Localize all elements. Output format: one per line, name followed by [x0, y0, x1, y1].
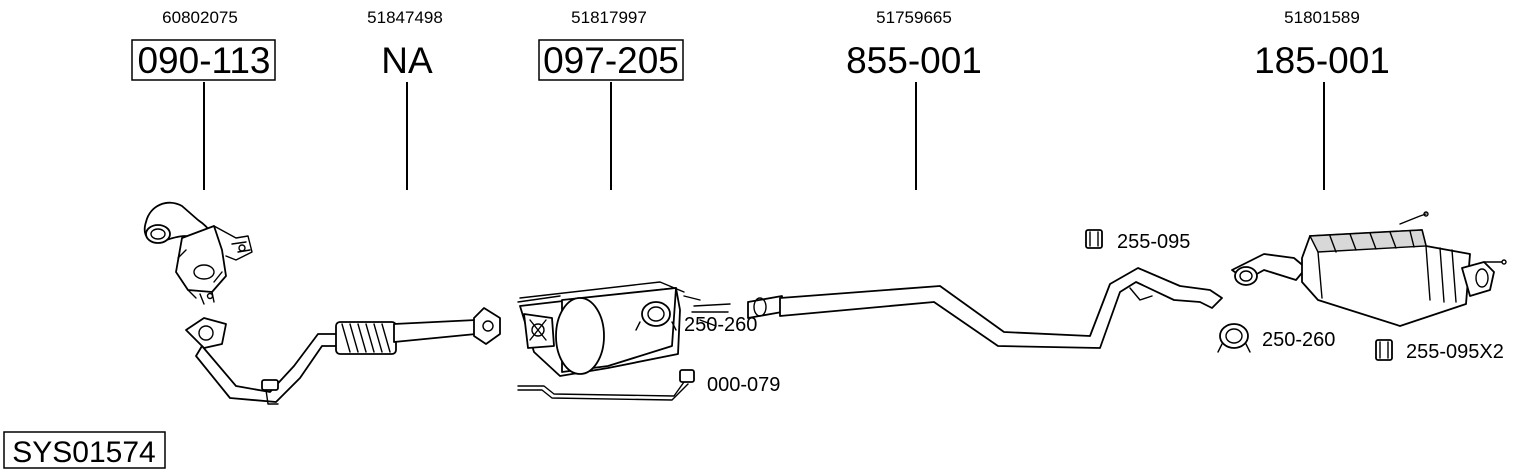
oe-number-5: 51801589 [1284, 8, 1360, 27]
pipe-clamp-1[interactable] [691, 303, 731, 327]
oe-number-3: 51817997 [571, 8, 647, 27]
part-number-5: 185-001 [1254, 40, 1390, 81]
oe-number-4: 51759665 [876, 8, 952, 27]
rubber-mount-label-2: 255-095X2 [1406, 341, 1504, 363]
oe-number-1: 60802075 [162, 8, 238, 27]
sensor-label: 000-079 [707, 374, 780, 396]
part-number-1[interactable]: 090-113 [137, 40, 270, 81]
part-number-2: NA [381, 40, 433, 81]
sensor-drawing[interactable] [517, 369, 695, 401]
pipe-clamp-2[interactable] [1217, 323, 1251, 353]
part-number-3[interactable]: 097-205 [543, 40, 679, 81]
part-number-4: 855-001 [846, 40, 982, 81]
particulate-filter-drawing[interactable] [517, 281, 701, 377]
rubber-mount-icon-1[interactable] [1085, 229, 1103, 249]
rubber-mount-icon-2[interactable] [1375, 339, 1393, 361]
clamp-label-1: 250-260 [684, 314, 757, 336]
intermediate-pipe-drawing[interactable] [747, 267, 1223, 349]
rubber-mount-label-1: 255-095 [1117, 231, 1190, 253]
part-number-box-3 [538, 39, 684, 81]
system-id: SYS01574 [12, 436, 155, 469]
clamp-label-2: 250-260 [1262, 329, 1335, 351]
part-number-box-1 [131, 39, 276, 81]
oe-number-2: 51847498 [367, 8, 443, 27]
rear-silencer-drawing[interactable] [1231, 211, 1507, 327]
system-id-box [3, 431, 166, 469]
catalytic-converter-drawing[interactable] [143, 201, 253, 305]
front-pipe-drawing[interactable] [185, 307, 501, 405]
